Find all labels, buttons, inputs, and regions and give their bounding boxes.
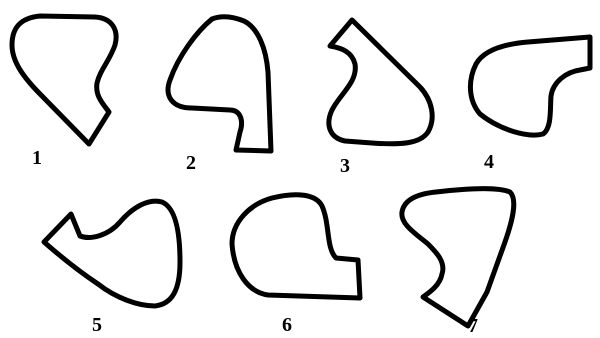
shape-7: 7 — [402, 189, 514, 337]
shape-4: 4 — [470, 37, 590, 173]
shape-2-outline — [168, 17, 271, 151]
shape-1-label: 1 — [32, 147, 42, 169]
shape-4-label: 4 — [484, 151, 494, 173]
shape-2: 2 — [168, 17, 271, 174]
shape-3-label: 3 — [340, 155, 350, 177]
shape-5-label: 5 — [92, 314, 102, 336]
shape-3: 3 — [329, 20, 432, 177]
shape-2-label: 2 — [186, 152, 196, 174]
shape-6: 6 — [232, 195, 360, 336]
shape-1: 1 — [12, 16, 116, 169]
shape-7-label: 7 — [468, 315, 478, 337]
shape-5: 5 — [44, 201, 180, 336]
shape-6-label: 6 — [282, 314, 292, 336]
shape-7-outline — [402, 189, 514, 326]
shape-3-outline — [329, 20, 432, 144]
shape-1-outline — [12, 16, 116, 144]
shape-5-outline — [44, 201, 180, 306]
shape-4-outline — [470, 37, 590, 135]
shape-6-outline — [232, 195, 360, 298]
